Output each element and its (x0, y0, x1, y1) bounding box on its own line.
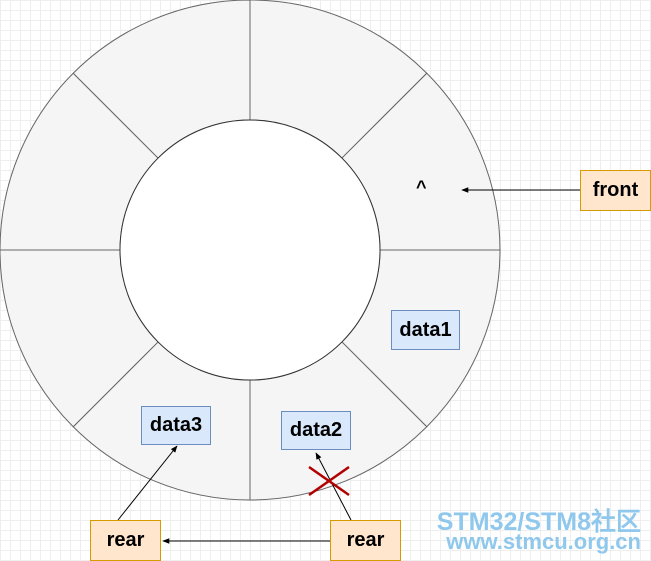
watermark-url: www.stmcu.org.cn (446, 529, 641, 554)
front-pointer-box: front (580, 170, 651, 211)
ring-inner-circle (119, 119, 381, 381)
ring-sectors (0, 0, 501, 501)
rear-old-arrow (315, 452, 352, 521)
cross-mark-icon (308, 465, 350, 497)
data3-cell: data3 (141, 406, 211, 445)
data2-cell: data2 (281, 411, 351, 450)
rear-old-pointer-box: rear (330, 520, 401, 561)
front-slot-marker: ^ (416, 177, 427, 197)
rear-new-pointer-box: rear (90, 520, 161, 561)
data1-cell: data1 (391, 310, 460, 350)
rear-new-arrow (117, 445, 178, 521)
watermark-title: STM32/STM8社区 (436, 508, 641, 536)
